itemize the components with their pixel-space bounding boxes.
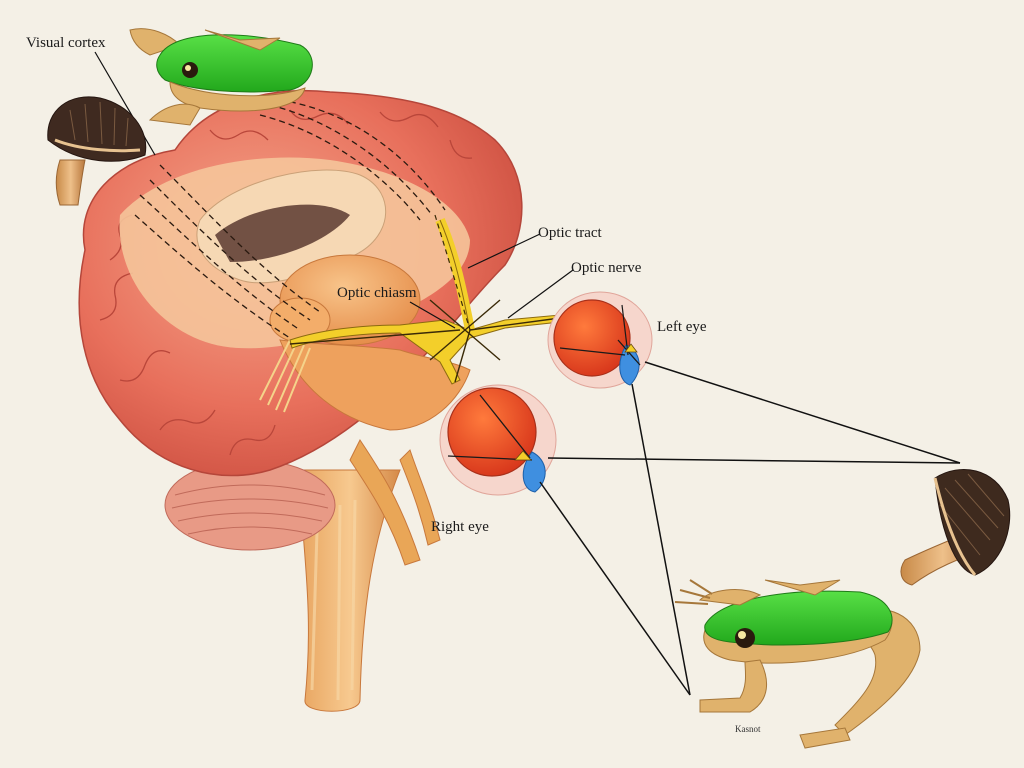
frog-top-left [129, 28, 313, 126]
label-visual-cortex: Visual cortex [26, 35, 106, 51]
label-right-eye: Right eye [431, 519, 489, 535]
label-optic-nerve: Optic nerve [571, 260, 642, 276]
artist-signature: Kasnot [735, 724, 761, 734]
mushroom-bottom-right [900, 469, 1011, 586]
label-left-eye: Left eye [657, 319, 707, 335]
cerebellum [164, 459, 336, 551]
left-eye [547, 291, 653, 389]
optic-pathway [289, 214, 561, 385]
cerebrum [78, 89, 523, 477]
brainstem [299, 439, 441, 712]
label-optic-tract: Optic tract [538, 225, 602, 241]
label-optic-chiasm: Optic chiasm [337, 285, 417, 301]
sight-lines [539, 361, 961, 696]
mushroom-top-left [47, 96, 147, 206]
right-eye [439, 384, 557, 496]
frog-bottom-right [674, 579, 921, 749]
